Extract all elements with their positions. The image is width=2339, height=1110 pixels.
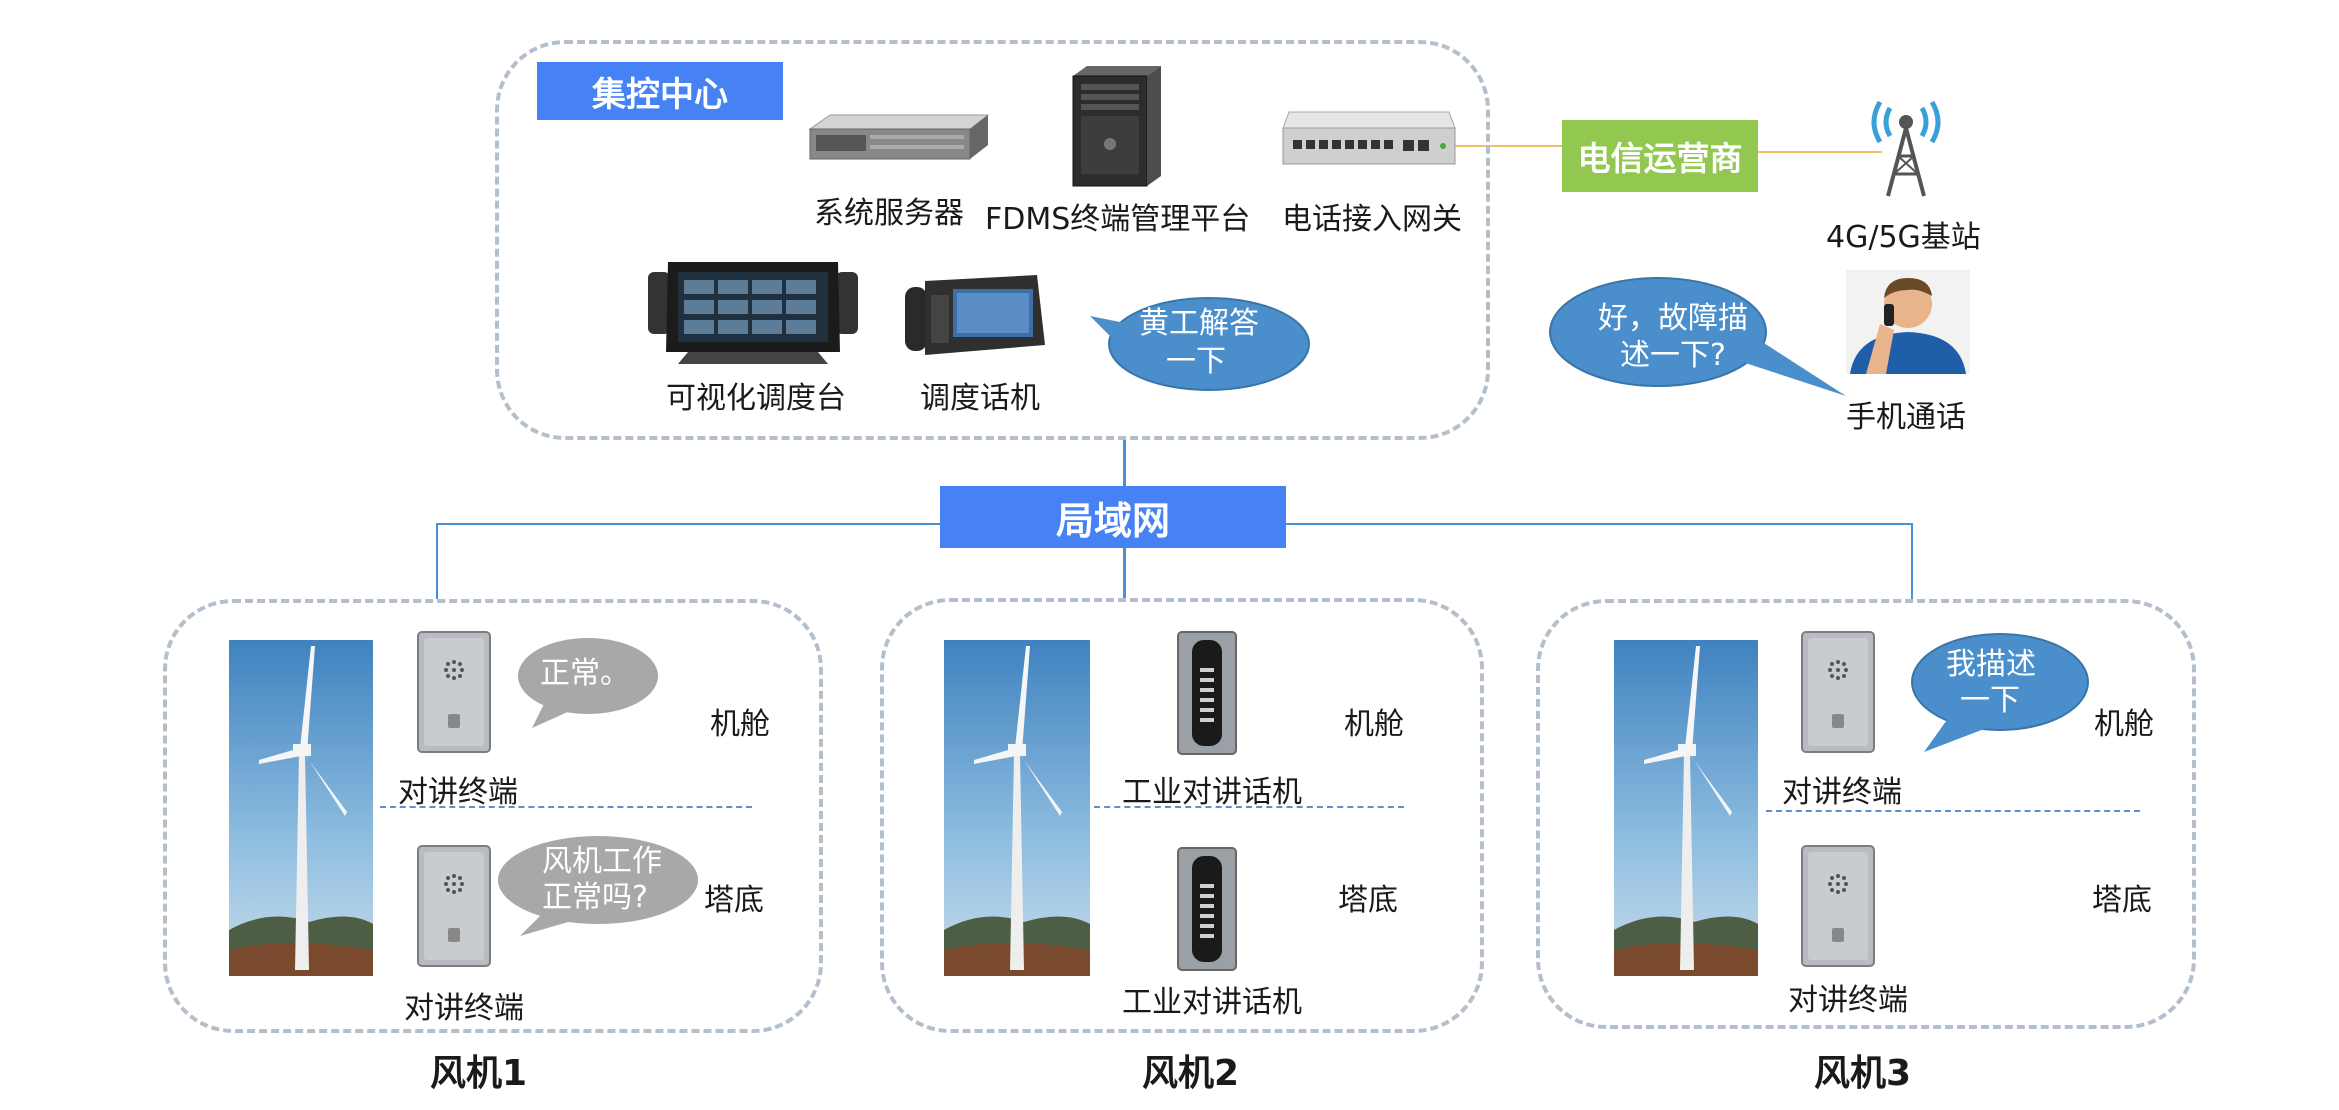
turbine-1-top-location: 机舱 xyxy=(710,707,770,742)
intercom-terminal-icon-1b xyxy=(417,845,491,967)
turbine-1-bottom-speech-bubble xyxy=(498,836,698,936)
mobile-bubble-line-2: 述一下? xyxy=(1620,338,1726,373)
control-center-title: 集控中心 xyxy=(537,62,783,120)
turbine-2-top-device-label: 工业对讲话机 xyxy=(1122,775,1302,810)
fdms-tower-icon xyxy=(1072,66,1161,187)
turbine-3-top-speech-bubble xyxy=(1911,633,2089,752)
base-station-icon xyxy=(1871,100,1941,197)
telecom-operator-label: 电信运营商 xyxy=(1562,120,1758,192)
turbine-3-bottom-device-label: 对讲终端 xyxy=(1788,983,1908,1018)
wind-turbine-image-3 xyxy=(1614,640,1758,976)
turbine-2-bottom-device-label: 工业对讲话机 xyxy=(1122,985,1302,1020)
turbine-1-top-bubble-line-1: 正常。 xyxy=(540,656,630,691)
phone-label: 调度话机 xyxy=(920,381,1040,416)
turbine-2-box xyxy=(880,598,1484,1033)
telecom-base-line xyxy=(1758,151,1882,153)
lan-drop-line-3 xyxy=(1911,523,1913,601)
control-center-bubble-line-2: 一下 xyxy=(1166,344,1226,379)
turbine-3-separator xyxy=(1766,810,2140,812)
turbine-1-separator xyxy=(380,806,752,808)
turbine-3-name: 风机3 xyxy=(1814,1053,1912,1094)
mobile-speech-bubble xyxy=(1549,277,1846,396)
intercom-terminal-icon-1a xyxy=(417,631,491,753)
turbine-2-separator xyxy=(1094,806,1404,808)
server-label: 系统服务器 xyxy=(814,196,964,231)
gateway-label: 电话接入网关 xyxy=(1282,202,1462,237)
control-center-speech-bubble xyxy=(1090,297,1310,391)
turbine-2-top-location: 机舱 xyxy=(1344,707,1404,742)
turbine-3-box xyxy=(1536,599,2196,1029)
control-center-bubble-line-1: 黄工解答 xyxy=(1139,306,1259,341)
intercom-terminal-icon-3a xyxy=(1801,631,1875,753)
turbine-1-box xyxy=(163,599,823,1033)
turbine-2-name: 风机2 xyxy=(1142,1053,1240,1094)
turbine-3-top-device-label: 对讲终端 xyxy=(1782,775,1902,810)
turbine-1-bottom-bubble-line-2: 正常吗? xyxy=(542,880,648,915)
wind-turbine-image-1 xyxy=(229,640,373,976)
lan-drop-line-1 xyxy=(436,523,438,599)
turbine-3-top-bubble-line-2: 一下 xyxy=(1960,683,2020,718)
fdms-label: FDMS终端管理平台 xyxy=(985,202,1251,237)
console-label: 可视化调度台 xyxy=(666,381,846,416)
wind-turbine-image-2 xyxy=(944,640,1090,976)
turbine-1-bottom-device-label: 对讲终端 xyxy=(404,991,524,1026)
mobile-call-label: 手机通话 xyxy=(1846,400,1966,435)
industrial-phone-icon-2b xyxy=(1177,847,1237,971)
turbine-3-top-location: 机舱 xyxy=(2094,707,2154,742)
turbine-1-bottom-bubble-line-1: 风机工作 xyxy=(542,844,662,879)
mobile-user-icon xyxy=(1846,270,1970,374)
turbine-3-top-bubble-line-1: 我描述 xyxy=(1946,647,2036,682)
lan-label: 局域网 xyxy=(940,486,1286,548)
mobile-bubble-line-1: 好，故障描 xyxy=(1598,301,1748,336)
intercom-terminal-icon-3b xyxy=(1801,845,1875,967)
turbine-3-bottom-location: 塔底 xyxy=(2092,883,2152,918)
turbine-1-name: 风机1 xyxy=(430,1053,528,1094)
dispatch-phone-icon xyxy=(905,275,1045,355)
turbine-1-top-speech-bubble xyxy=(518,638,658,728)
turbine-2-bottom-location: 塔底 xyxy=(1338,883,1398,918)
lan-drop-line-2 xyxy=(1123,548,1126,598)
lan-uplink-line xyxy=(1123,440,1126,486)
turbine-1-top-device-label: 对讲终端 xyxy=(398,775,518,810)
control-center-box xyxy=(495,40,1490,440)
server-icon xyxy=(808,114,990,160)
industrial-phone-icon-2a xyxy=(1177,631,1237,755)
gateway-icon xyxy=(1282,111,1456,165)
gateway-telecom-line xyxy=(1452,145,1562,147)
turbine-1-bottom-location: 塔底 xyxy=(704,883,764,918)
base-station-label: 4G/5G基站 xyxy=(1826,220,1981,255)
dispatch-console-icon xyxy=(648,262,858,364)
